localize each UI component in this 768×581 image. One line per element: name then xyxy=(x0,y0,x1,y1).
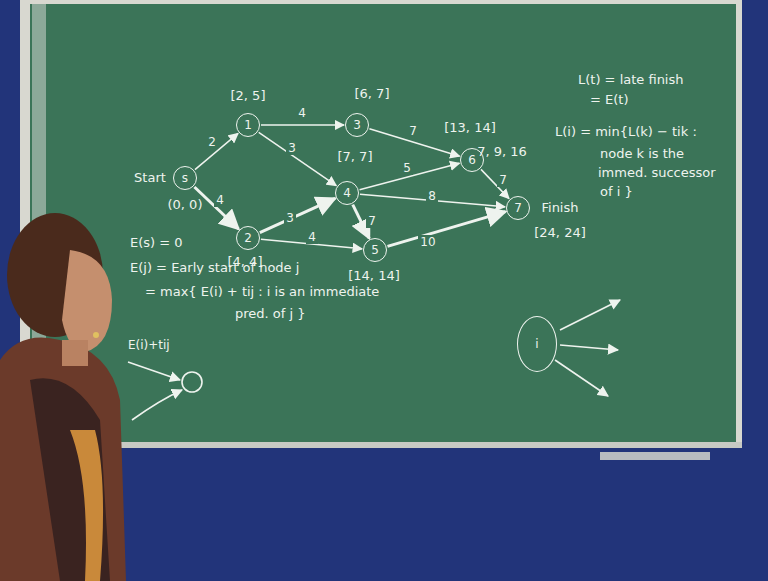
activity-arrow xyxy=(195,133,238,169)
formula-note: L(t) = late finish xyxy=(578,73,684,88)
node-number: i xyxy=(535,337,538,351)
activity-arrow xyxy=(261,124,344,126)
node-number: 7 xyxy=(514,201,522,215)
formula-note: node k is the xyxy=(600,147,684,162)
event-node: 2 xyxy=(236,226,260,250)
formula-note: E(i)+tij xyxy=(128,339,170,353)
activity-duration: 7 xyxy=(497,173,509,187)
formula-note: E(s) = 0 xyxy=(130,236,183,251)
node-annotation: [24, 24] xyxy=(534,226,586,241)
activity-arrow xyxy=(481,169,509,198)
activity-duration: 7 xyxy=(407,124,419,138)
formula-note: of i } xyxy=(600,185,633,200)
node-number: 6 xyxy=(468,153,476,167)
node-number: 4 xyxy=(343,186,351,200)
formula-note: L(i) = min{L(k) − tik : xyxy=(555,125,697,140)
formula-note: = E(t) xyxy=(590,93,628,108)
node-annotation: [13, 14] xyxy=(444,121,496,136)
node-number: 5 xyxy=(371,243,379,257)
activity-duration: 2 xyxy=(206,135,218,149)
node-annotation: [14, 14] xyxy=(348,269,400,284)
activity-duration: 7 xyxy=(366,214,378,228)
activity-arrow xyxy=(259,132,337,185)
activity-duration: 10 xyxy=(418,235,437,249)
node-annotation: [7, 7] xyxy=(338,150,373,165)
event-node: s xyxy=(173,166,197,190)
node-number: 1 xyxy=(244,118,252,132)
node-annotation: Finish xyxy=(541,201,578,216)
critical-activity-arrow xyxy=(260,198,335,232)
event-node: 3 xyxy=(345,113,369,137)
event-node: 5 xyxy=(363,238,387,262)
formula-note: pred. of j } xyxy=(235,307,306,322)
node-annotation: Start xyxy=(134,171,166,186)
node-annotation: [2, 5] xyxy=(231,89,266,104)
activity-duration: 3 xyxy=(284,211,296,225)
activity-duration: 5 xyxy=(401,161,413,175)
event-node: 1 xyxy=(236,113,260,137)
event-node: 7 xyxy=(506,196,530,220)
node-number: s xyxy=(182,171,188,185)
node-annotation: (0, 0) xyxy=(168,198,203,213)
critical-activity-arrow xyxy=(387,212,505,247)
activity-duration: 4 xyxy=(296,106,308,120)
activity-duration: 3 xyxy=(286,141,298,155)
activity-duration: 4 xyxy=(214,193,226,207)
event-node: i xyxy=(517,316,557,372)
activity-duration: 4 xyxy=(306,230,318,244)
formula-note: immed. successor xyxy=(598,166,716,181)
node-annotation: [6, 7] xyxy=(355,87,390,102)
node-number: 2 xyxy=(244,231,252,245)
activity-duration: 8 xyxy=(426,189,438,203)
formula-note: = max{ E(i) + tij : i is an immediate xyxy=(145,285,379,300)
node-number: 3 xyxy=(353,118,361,132)
node-annotation: 7, 9, 16 xyxy=(477,145,527,160)
event-node: 4 xyxy=(335,181,359,205)
formula-note: E(j) = Early start of node j xyxy=(130,261,299,276)
